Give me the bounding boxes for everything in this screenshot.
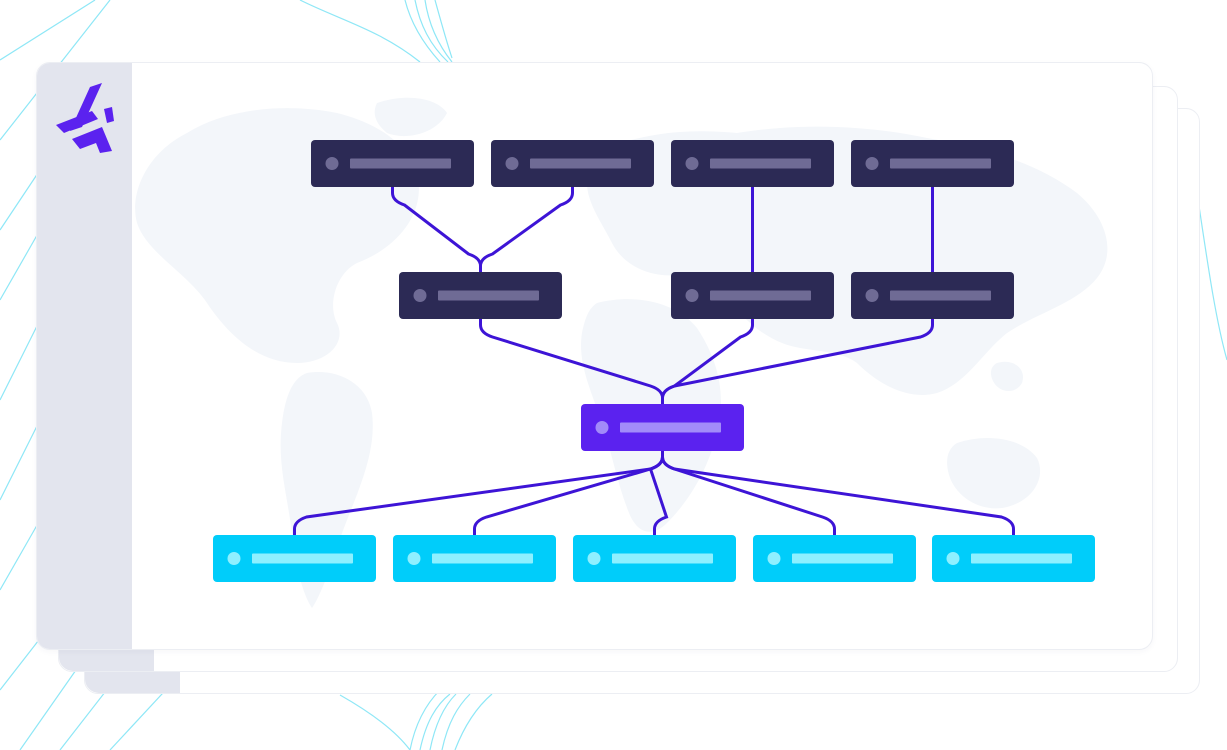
- label-placeholder-bar: [620, 422, 721, 433]
- hub-node-hub[interactable]: [581, 404, 744, 451]
- node-diagram: [135, 97, 1108, 608]
- label-placeholder-bar: [530, 158, 631, 169]
- status-dot-icon: [685, 289, 699, 302]
- connector-lines: [293, 185, 1015, 537]
- label-placeholder-bar: [438, 290, 539, 301]
- label-placeholder-bar: [792, 553, 893, 564]
- destination-node-d5[interactable]: [932, 535, 1095, 582]
- source-node-s1[interactable]: [311, 140, 474, 187]
- status-dot-icon: [325, 157, 339, 170]
- label-placeholder-bar: [710, 290, 811, 301]
- label-placeholder-bar: [971, 553, 1072, 564]
- stylized-h-logo-icon: [56, 83, 114, 153]
- status-dot-icon: [946, 552, 960, 565]
- connector-a3-hub: [661, 317, 934, 406]
- destination-node-d1[interactable]: [213, 535, 376, 582]
- connector-hub-d5: [661, 449, 1015, 537]
- card-sidebar-stub: [59, 649, 154, 671]
- label-placeholder-bar: [612, 553, 713, 564]
- card-sidebar-stub: [85, 671, 180, 693]
- diagram-nodes: [213, 140, 1095, 582]
- status-dot-icon: [505, 157, 519, 170]
- destination-node-d4[interactable]: [753, 535, 916, 582]
- destination-node-d3[interactable]: [573, 535, 736, 582]
- status-dot-icon: [865, 157, 879, 170]
- source-node-s4[interactable]: [851, 140, 1014, 187]
- label-placeholder-bar: [350, 158, 451, 169]
- connector-s2-a1: [479, 185, 574, 274]
- status-dot-icon: [227, 552, 241, 565]
- label-placeholder-bar: [890, 290, 991, 301]
- main-panel: [36, 62, 1153, 650]
- aggregator-node-a2[interactable]: [671, 272, 834, 319]
- label-placeholder-bar: [432, 553, 533, 564]
- status-dot-icon: [685, 157, 699, 170]
- destination-node-d2[interactable]: [393, 535, 556, 582]
- status-dot-icon: [587, 552, 601, 565]
- status-dot-icon: [413, 289, 427, 302]
- source-node-s3[interactable]: [671, 140, 834, 187]
- status-dot-icon: [407, 552, 421, 565]
- label-placeholder-bar: [710, 158, 811, 169]
- label-placeholder-bar: [252, 553, 353, 564]
- sidebar: [37, 63, 132, 649]
- status-dot-icon: [767, 552, 781, 565]
- source-node-s2[interactable]: [491, 140, 654, 187]
- status-dot-icon: [865, 289, 879, 302]
- aggregator-node-a1[interactable]: [399, 272, 562, 319]
- status-dot-icon: [595, 421, 609, 434]
- aggregator-node-a3[interactable]: [851, 272, 1014, 319]
- label-placeholder-bar: [890, 158, 991, 169]
